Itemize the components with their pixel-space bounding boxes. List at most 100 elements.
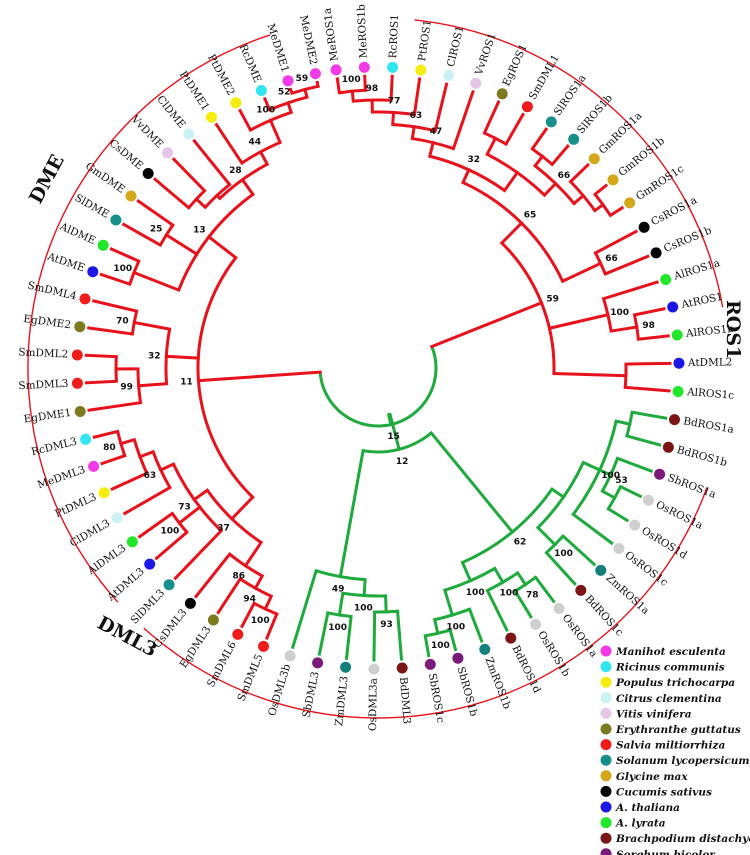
bootstrap-value: 100: [354, 604, 373, 614]
legend-swatch: [600, 692, 612, 704]
branch-internal: [492, 566, 505, 585]
bootstrap-value: 100: [610, 308, 629, 318]
branch-internal: [614, 419, 632, 426]
leaf-label: ClDME: [154, 94, 187, 131]
bootstrap-value: 100: [256, 105, 275, 115]
species-dot: [667, 301, 679, 313]
species-dot: [650, 247, 662, 259]
branch-internal: [240, 177, 256, 197]
branch-EgDML3: [216, 576, 243, 615]
branch-internal: [442, 588, 455, 617]
branch-internal: [560, 261, 603, 284]
branch-CsROS1b: [603, 254, 650, 276]
branch-internal: [600, 489, 617, 500]
leaf-label: AlROS1c: [686, 386, 735, 402]
branch-SbROS1c: [423, 634, 431, 658]
branch-EgDME2: [87, 326, 135, 336]
leaf-label: AtDME: [45, 250, 86, 274]
leaf-label: MeDML3: [36, 464, 87, 492]
bootstrap-value: 100: [328, 623, 347, 633]
species-dot: [530, 618, 542, 630]
bootstrap-value: 52: [278, 88, 291, 98]
branch-SlROS1b: [550, 143, 570, 167]
bootstrap-value: 80: [103, 443, 116, 453]
branch-internal: [243, 495, 255, 507]
branch-internal: [132, 270, 181, 292]
branch-arc: [164, 328, 172, 384]
branch-internal: [138, 449, 156, 459]
species-dot: [671, 329, 683, 341]
species-dot: [669, 414, 680, 426]
species-dot: [613, 543, 625, 554]
clade-label-ros1: ROS1: [722, 300, 744, 359]
bootstrap-value: 62: [514, 537, 527, 547]
branch-SbROS1a: [615, 456, 654, 473]
legend-label: Populus trichocarpa: [615, 677, 735, 689]
bootstrap-value: 63: [144, 471, 157, 481]
branch-internal: [499, 220, 524, 246]
species-dot: [142, 168, 154, 179]
species-dot: [183, 128, 195, 140]
branch-internal: [542, 181, 558, 198]
branch-arc: [462, 181, 564, 282]
branch-internal: [432, 617, 440, 636]
branch-internal: [410, 124, 416, 141]
clade-arc-dme: [27, 34, 271, 575]
species-dot: [607, 174, 619, 186]
branch-internal: [532, 154, 545, 168]
species-dot: [505, 632, 517, 644]
bootstrap-value: 49: [332, 584, 345, 594]
species-dot: [662, 441, 674, 453]
legend-label: Cucumis sativus: [616, 786, 712, 798]
species-dot: [443, 69, 455, 81]
leaf-label: RcROS1: [387, 14, 401, 59]
species-dot: [125, 190, 137, 202]
clade-arc-ros1-lower: [143, 487, 708, 719]
branch-arc: [623, 364, 628, 388]
leaf-label: SlDME: [73, 192, 111, 221]
branch-internal: [119, 437, 137, 446]
clade-label-dme: DME: [25, 151, 69, 207]
bootstrap-value: 47: [430, 127, 443, 137]
species-dot: [545, 116, 557, 128]
branch-arc: [429, 154, 506, 192]
leaf-label: SbROS1b: [455, 665, 480, 718]
branch-AtDML2: [624, 361, 672, 366]
bootstrap-value: 65: [524, 211, 537, 221]
species-dot: [424, 658, 436, 670]
bootstrap-value: 98: [642, 321, 655, 331]
leaf-label: EgROS1: [500, 42, 529, 88]
legend-swatch: [600, 832, 612, 844]
legend-label: Manihot esculenta: [615, 646, 726, 658]
branch-internal: [196, 370, 322, 383]
leaf-label: MeDME1: [264, 22, 291, 74]
branch-CsROS1a: [593, 229, 639, 255]
species-dot: [309, 68, 321, 80]
bootstrap-value: 37: [217, 523, 230, 533]
leaf-label: PtDME2: [205, 52, 237, 97]
leaf-label: BdROS1d: [509, 644, 543, 696]
legend-swatch: [600, 754, 612, 766]
species-dot: [660, 274, 672, 285]
branch-RcDME: [262, 96, 272, 112]
leaf-label: AlDML3: [85, 542, 128, 578]
legend-swatch: [600, 785, 612, 797]
leaf-label: VvDME: [128, 113, 166, 151]
branch-arc: [204, 183, 231, 209]
branch-SlDML3: [173, 528, 224, 581]
branch-OsROS1a: [618, 484, 643, 499]
legend-swatch: [600, 848, 612, 855]
leaf-label: AtDML3: [105, 565, 147, 604]
bootstrap-value: 100: [342, 75, 361, 85]
branch-SbROS1b: [448, 628, 458, 652]
branch-internal: [460, 167, 471, 185]
branch-MeDME1: [288, 87, 294, 96]
leaf-label: OsDML3b: [266, 662, 293, 717]
branch-internal: [592, 202, 606, 213]
bootstrap-value: 77: [388, 97, 401, 107]
legend-swatch: [600, 723, 612, 735]
species-dot: [87, 266, 99, 278]
branch-MeROS1a: [335, 77, 342, 95]
leaf-label: AtDML2: [687, 356, 733, 369]
